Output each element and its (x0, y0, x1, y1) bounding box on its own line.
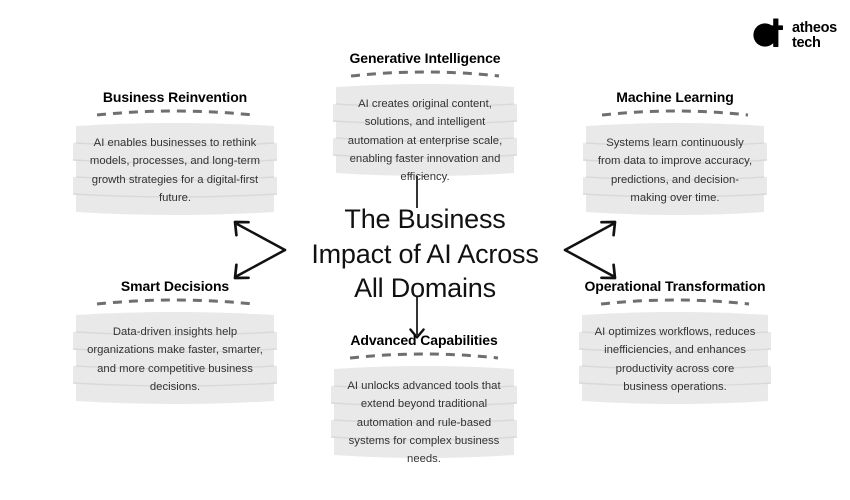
node-card: AI optimizes workflows, reduces ineffici… (576, 312, 774, 404)
dashed-divider-icon (601, 109, 749, 117)
node-machine-learning[interactable]: Machine Learning System (580, 89, 770, 215)
node-body: AI enables businesses to rethink models,… (89, 137, 261, 204)
brand-logo: atheos tech (752, 18, 837, 53)
brand-name-line1: atheos (792, 20, 837, 37)
node-body: AI unlocks advanced tools that extend be… (347, 380, 501, 466)
node-card: AI enables businesses to rethink models,… (70, 123, 280, 215)
atheos-at-monogram-icon (752, 18, 786, 53)
node-heading: Smart Decisions (120, 278, 230, 294)
node-body: AI optimizes workflows, reduces ineffici… (594, 326, 756, 393)
node-body: Systems learn continuously from data to … (597, 137, 753, 204)
node-card: AI creates original content, solutions, … (330, 84, 520, 183)
node-heading: Machine Learning (616, 89, 734, 105)
stacked-card-layers (332, 84, 518, 176)
node-card: AI unlocks advanced tools that extend be… (328, 366, 520, 465)
center-title-line3: All Domains (354, 273, 496, 304)
center-title-line1: The Business (344, 204, 506, 234)
brand-name-line2: tech (792, 34, 821, 51)
node-heading: Operational Transformation (584, 278, 766, 294)
stacked-card-layers (72, 123, 278, 215)
node-body: AI creates original content, solutions, … (347, 98, 503, 184)
center-title-line2: Impact of AI Across (311, 238, 539, 269)
dashed-divider-icon (350, 70, 500, 78)
node-business-reinvention[interactable]: Business Reinvention AI (70, 89, 280, 215)
brand-wordmark: atheos tech (792, 20, 837, 51)
center-title: The Business Impact of AI Across All Dom… (286, 202, 564, 306)
node-generative-intelligence[interactable]: Generative Intelligence (330, 50, 520, 183)
double-arrow-left-icon (228, 218, 292, 287)
arrow-down-icon (405, 296, 429, 347)
dashed-divider-icon (349, 352, 499, 360)
node-advanced-capabilities[interactable]: Advanced Capabilities A (328, 332, 520, 465)
stacked-card-layers (582, 123, 768, 215)
dashed-divider-icon (96, 298, 254, 306)
node-card: Systems learn continuously from data to … (580, 123, 770, 215)
dashed-divider-icon (96, 109, 254, 117)
stacked-card-layers (72, 312, 278, 404)
node-card: Data-driven insights help organizations … (70, 312, 280, 404)
node-heading: Advanced Capabilities (350, 332, 498, 348)
node-heading: Generative Intelligence (349, 50, 501, 66)
stacked-card-layers (578, 312, 772, 404)
dashed-divider-icon (600, 298, 750, 306)
node-smart-decisions[interactable]: Smart Decisions Data-dr (70, 278, 280, 404)
stacked-card-layers (330, 366, 518, 458)
node-body: Data-driven insights help organizations … (87, 326, 263, 393)
node-heading: Business Reinvention (102, 89, 248, 105)
double-arrow-right-icon (558, 218, 622, 287)
node-operational-transformation[interactable]: Operational Transformation (576, 278, 774, 404)
